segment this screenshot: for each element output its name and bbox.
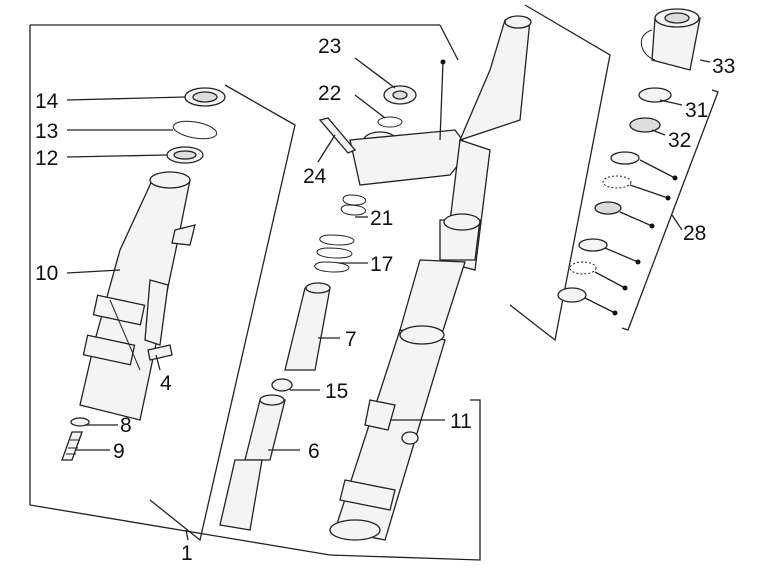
callout-4: 4	[160, 372, 172, 395]
callout-15: 15	[325, 380, 348, 403]
callout-labels: 14 13 12 10 4 8 9 1 23 22 24 21 17 7 15 …	[35, 35, 735, 565]
group-1-frame	[29, 24, 459, 556]
callout-10: 10	[35, 262, 58, 285]
group-11-frame	[329, 399, 481, 561]
callout-24: 24	[303, 165, 327, 188]
callout-31: 31	[685, 99, 708, 122]
callout-9: 9	[113, 440, 125, 463]
fork-internals	[219, 85, 471, 531]
callout-6: 6	[308, 440, 320, 463]
callout-12: 12	[35, 147, 58, 170]
callout-7: 7	[345, 328, 357, 351]
leader-dots	[440, 59, 678, 316]
group-6-7-15-17-21-frame	[149, 84, 296, 542]
group-28-frame	[509, 4, 611, 342]
callout-32: 32	[668, 129, 691, 152]
fork-leg-left	[61, 87, 226, 461]
fork-leg-right	[329, 15, 532, 541]
callout-17: 17	[370, 253, 393, 276]
callout-22: 22	[318, 82, 341, 105]
callout-33: 33	[712, 55, 735, 78]
callout-23: 23	[318, 35, 341, 58]
bearing-bracket-frame	[621, 89, 719, 331]
callout-14: 14	[35, 90, 59, 113]
callout-13: 13	[35, 120, 58, 143]
callout-1: 1	[181, 542, 193, 565]
callout-21: 21	[370, 207, 393, 230]
callout-11: 11	[450, 410, 472, 433]
bearing-set	[557, 8, 701, 303]
callout-28: 28	[683, 222, 706, 245]
callout-8: 8	[120, 414, 132, 437]
leader-lines	[66, 57, 711, 541]
